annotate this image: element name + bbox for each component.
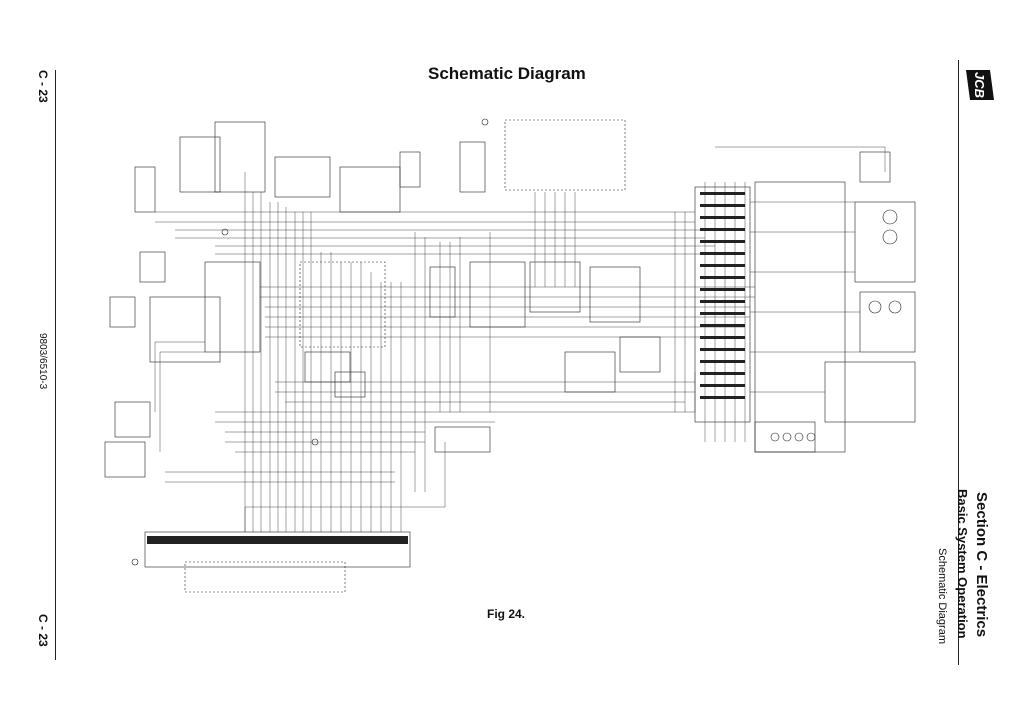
left-margin-rule: [55, 70, 56, 660]
document-number: 9803/6510-3: [37, 333, 48, 390]
right-margin-rule: [958, 60, 959, 665]
section-subtitle: Basic System Operation: [955, 489, 970, 639]
page-number-bottom: C - 23: [36, 614, 50, 647]
logo-text: JCB: [972, 72, 987, 98]
figure-caption: Fig 24.: [487, 607, 526, 621]
section-title: Section C - Electrics: [973, 492, 990, 638]
wiring-schematic: [104, 118, 916, 593]
section-subsection: Schematic Diagram: [936, 548, 948, 644]
page-number-top: C - 23: [36, 70, 50, 103]
jcb-logo: JCB: [966, 70, 994, 100]
page-title: Schematic Diagram: [428, 64, 586, 83]
